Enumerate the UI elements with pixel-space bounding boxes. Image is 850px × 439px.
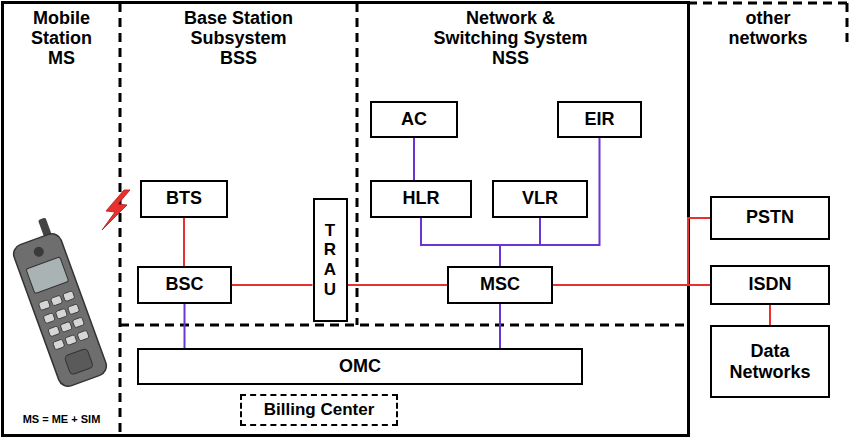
traffic-link [553,284,710,286]
radio-link-bolt [102,190,130,230]
network-element-box: HLR [370,180,472,218]
region-heading: Mobile Station MS [17,8,107,68]
signalling-link [500,218,540,266]
subsystem-region: PSTN ISDN Data Networks other networks [688,3,848,436]
other-networks-frame [846,3,849,45]
outer-frame [3,3,689,436]
element-label: EIR [584,109,614,131]
traffic-link [183,218,185,266]
network-element-box: T R A U [313,198,348,322]
element-label: ISDN [748,274,791,296]
mobile-phone [5,215,109,389]
element-label: AC [401,109,427,131]
network-element-box: BTS [140,180,228,218]
network-element-box: Data Networks [710,325,830,398]
element-label: MSC [480,274,520,296]
element-label: Data Networks [720,341,820,382]
signalling-link [499,304,501,348]
bss-divider [356,3,359,325]
traffic-link [769,305,771,325]
network-element-box: PSTN [710,196,830,240]
element-label: BSC [165,274,203,296]
element-label: BTS [166,188,202,210]
network-element-box: AC [370,101,458,138]
network-element-box: MSC [447,266,553,304]
region-heading: Base Station Subsystem BSS [179,8,299,68]
traffic-link [553,218,710,285]
network-element-box: ISDN [710,265,830,305]
element-label: VLR [522,188,558,210]
network-element-box: VLR [492,180,588,218]
region-note: MS = ME + SIM [23,413,101,426]
oss-divider [120,324,688,327]
element-label: HLR [403,188,440,210]
traffic-link [348,284,448,286]
other-networks-frame [688,2,847,5]
region-heading: other networks [713,8,823,48]
subsystem-region: AC EIR HLR VLR MSC Network & Switching System… [357,3,688,325]
subsystem-region: Mobile Station MS MS = ME + SIM [3,3,120,436]
phone-body [11,231,109,389]
signalling-link [421,218,500,266]
phone-speaker [32,245,45,258]
phone-screen [26,257,69,294]
network-element-box: OMC [137,348,583,385]
traffic-link [232,284,313,286]
network-element-box: Billing Center [240,394,398,426]
signalling-link [184,304,186,348]
element-label: OMC [339,356,381,378]
network-element-box: EIR [557,101,642,138]
element-label: Billing Center [264,400,375,420]
region-heading: Network & Switching System NSS [428,8,593,68]
network-element-box: BSC [137,266,232,304]
element-label: PSTN [746,207,794,229]
phone-keypad [38,291,89,350]
signalling-link [413,138,415,180]
phone-mic [64,348,93,375]
ms-divider [119,3,122,436]
element-label: T R A U [322,221,339,299]
